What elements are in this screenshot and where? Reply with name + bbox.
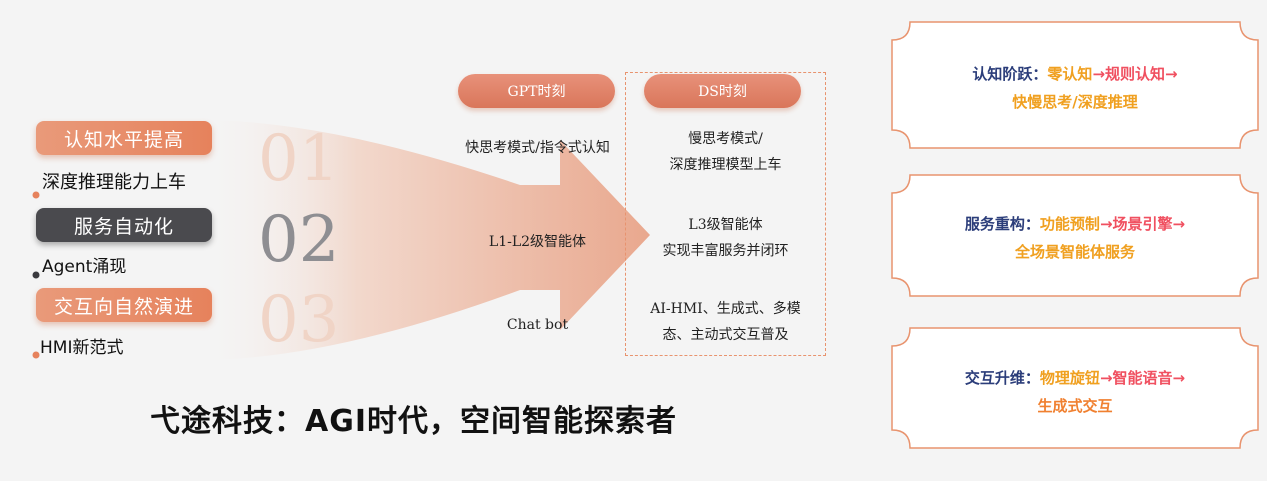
panel-2-stage-c: 全场景智能体服务: [1014, 243, 1135, 261]
gpt-header: GPT时刻: [458, 74, 615, 108]
row1-pill-label: 认知水平提高: [63, 128, 184, 151]
row3-number: 03: [258, 283, 340, 357]
gpt-cell-2: L1-L2级智能体: [488, 234, 587, 250]
row2-pill-label: 服务自动化: [73, 215, 174, 238]
panel-1-stage-b: →规则认知→: [1092, 65, 1178, 83]
panel-2-text: 服务重构：功能预制→场景引擎→ 全场景智能体服务: [890, 210, 1260, 266]
ds-cell-2-line1: L3级智能体: [688, 217, 763, 233]
ds-header: DS时刻: [644, 74, 801, 108]
gpt-cell-1: 快思考模式/指令式认知: [465, 140, 610, 156]
panel-2-label: 服务重构：: [964, 215, 1040, 233]
row2-number: 02: [258, 203, 340, 277]
panel-3-line1: 交互升维：物理旋钮→智能语音→: [890, 364, 1260, 392]
ds-cell-1-line2: 深度推理模型上车: [669, 157, 782, 173]
panel-1-stage-c: 快慢思考/深度推理: [1012, 93, 1138, 111]
panel-1-stage-a: 零认知: [1047, 65, 1093, 83]
panel-2-line1: 服务重构：功能预制→场景引擎→: [890, 210, 1260, 238]
panel-frame-3: [891, 327, 1259, 449]
row2-pill: 服务自动化: [36, 208, 212, 242]
panel-frame-2: [891, 174, 1259, 297]
ds-cell-2: L3级智能体 实现丰富服务并闭环: [628, 212, 823, 264]
panel-2-stage-b: →场景引擎→: [1099, 215, 1186, 233]
row3-subtitle: HMI新范式: [40, 338, 124, 358]
row1-subtitle: 深度推理能力上车: [42, 172, 186, 193]
ds-column-box: [625, 72, 826, 356]
ds-cell-2-line2: 实现丰富服务并闭环: [662, 243, 789, 259]
panel-2-stage-a: 功能预制: [1039, 215, 1100, 233]
panel-3-text: 交互升维：物理旋钮→智能语音→ 生成式交互: [890, 364, 1260, 420]
gpt-cell-3: Chat bot: [506, 317, 569, 333]
row2-subtitle: Agent涌现: [42, 257, 127, 277]
row1-pill: 认知水平提高: [36, 121, 212, 155]
big-arrow: [200, 120, 650, 360]
main-title: 弋途科技：AGI时代，空间智能探索者: [150, 404, 678, 439]
ds-cell-3-line2: 态、主动式交互普及: [662, 327, 789, 343]
row3-pill: 交互向自然演进: [36, 288, 212, 322]
row3-pill-label: 交互向自然演进: [53, 295, 194, 318]
ds-cell-3-line1: AI-HMI、生成式、多模: [650, 301, 801, 317]
ds-cell-3: AI-HMI、生成式、多模 态、主动式交互普及: [628, 296, 823, 348]
panel-1-label: 认知阶跃：: [972, 65, 1048, 83]
ds-cell-1-line1: 慢思考模式/: [688, 131, 763, 147]
panel-3-stage-b: →智能语音→: [1099, 369, 1186, 387]
panel-1-text: 认知阶跃：零认知→规则认知→ 快慢思考/深度推理: [890, 60, 1260, 116]
ds-cell-1: 慢思考模式/ 深度推理模型上车: [628, 126, 823, 178]
panel-3-stage-a: 物理旋钮: [1039, 369, 1100, 387]
panel-3-stage-c: 生成式交互: [1037, 397, 1113, 415]
panel-1-line1: 认知阶跃：零认知→规则认知→: [890, 60, 1260, 88]
row1-number: 01: [258, 122, 340, 196]
panel-3-label: 交互升维：: [964, 369, 1040, 387]
panel-frame-1: [891, 21, 1259, 149]
